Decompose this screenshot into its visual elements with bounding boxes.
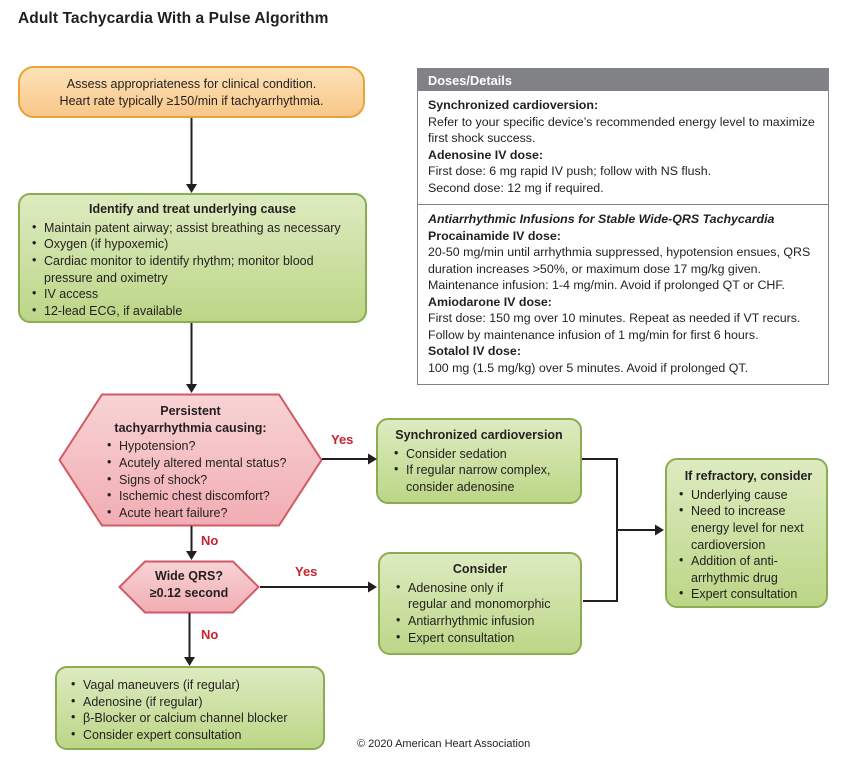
list-item: Adenosine only if regular and monomorphi… bbox=[394, 579, 570, 613]
list-item: IV access bbox=[30, 285, 355, 303]
refractory-box: If refractory, consider Underlying cause… bbox=[665, 458, 828, 608]
arrowhead bbox=[186, 551, 197, 560]
wide-qrs-decision-hexagon: Wide QRS? ≥0.12 second bbox=[118, 560, 260, 614]
doses-details-panel: Doses/Details Synchronized cardioversion… bbox=[417, 68, 829, 385]
hexagon-bullets: Hypotension? Acutely altered mental stat… bbox=[105, 437, 323, 522]
dose-label: Procainamide IV dose: bbox=[428, 228, 561, 243]
hexagon-shape bbox=[118, 560, 260, 614]
doses-section-1: Synchronized cardioversion: Refer to you… bbox=[418, 91, 828, 204]
hexagon-title: Persistent tachyarrhythmia causing: bbox=[114, 404, 267, 435]
no-label-wide-qrs: No bbox=[201, 627, 219, 642]
list-item: Consider sedation bbox=[392, 445, 570, 463]
assess-box-text: Assess appropriateness for clinical cond… bbox=[59, 77, 324, 108]
list-item: Maintain patent airway; assist breathing… bbox=[30, 219, 355, 237]
refractory-box-bullets: Underlying cause Need to increase energy… bbox=[677, 486, 820, 603]
dose-label: Sotalol IV dose: bbox=[428, 344, 521, 358]
list-item: Antiarrhythmic infusion bbox=[394, 612, 570, 630]
list-item: Oxygen (if hypoxemic) bbox=[30, 235, 355, 253]
wide-qrs-text: Wide QRS? ≥0.12 second bbox=[149, 569, 229, 600]
persistent-tachyarrhythmia-decision-hexagon: Persistent tachyarrhythmia causing: Hypo… bbox=[58, 393, 323, 527]
consider-box-bullets: Adenosine only if regular and monomorphi… bbox=[394, 579, 570, 647]
list-item: Need to increase energy level for next c… bbox=[677, 502, 820, 553]
consider-box-title: Consider bbox=[452, 562, 508, 576]
page-title: Adult Tachycardia With a Pulse Algorithm bbox=[18, 10, 329, 27]
identify-box-title: Identify and treat underlying cause bbox=[89, 202, 296, 216]
list-item: Adenosine (if regular) bbox=[69, 693, 313, 711]
list-item: 12-lead ECG, if available bbox=[30, 302, 355, 320]
list-item: Acutely altered mental status? bbox=[105, 454, 323, 472]
doses-details-header: Doses/Details bbox=[418, 69, 828, 91]
assess-box: Assess appropriateness for clinical cond… bbox=[18, 66, 365, 118]
arrowhead bbox=[186, 184, 197, 193]
list-item: Addition of anti- arrhythmic drug bbox=[677, 552, 820, 586]
list-item: Vagal maneuvers (if regular) bbox=[69, 676, 313, 694]
list-item: Underlying cause bbox=[677, 486, 820, 504]
refractory-box-title: If refractory, consider bbox=[684, 469, 813, 483]
dose-label: Amiodarone IV dose: bbox=[428, 294, 552, 309]
connector-merge-line bbox=[582, 458, 618, 602]
dose-body: 100 mg (1.5 mg/kg) over 5 minutes. Avoid… bbox=[428, 360, 749, 375]
list-item: Expert consultation bbox=[394, 629, 570, 647]
sync-box-bullets: Consider sedation If regular narrow comp… bbox=[392, 445, 570, 496]
no-label-persistent: No bbox=[201, 533, 219, 548]
list-item: Signs of shock? bbox=[105, 471, 323, 489]
identify-box-bullets: Maintain patent airway; assist breathing… bbox=[30, 219, 355, 320]
dose-body: 20-50 mg/min until arrhythmia suppressed… bbox=[428, 245, 811, 292]
list-item: If regular narrow complex, consider aden… bbox=[392, 461, 570, 495]
list-item: Hypotension? bbox=[105, 437, 323, 455]
arrowhead bbox=[655, 524, 664, 536]
dose-body: Refer to your specific device’s recommen… bbox=[428, 114, 815, 146]
list-item: β-Blocker or calcium channel blocker bbox=[69, 709, 313, 727]
arrowhead bbox=[186, 384, 197, 393]
sync-box-title: Synchronized cardioversion bbox=[395, 428, 563, 442]
doses-section-2-header: Antiarrhythmic Infusions for Stable Wide… bbox=[428, 212, 775, 226]
dose-label: Adenosine IV dose: bbox=[428, 147, 543, 162]
yes-label-persistent: Yes bbox=[331, 432, 354, 447]
arrowhead bbox=[368, 581, 377, 593]
yes-label-wide-qrs: Yes bbox=[295, 564, 318, 579]
vagal-maneuvers-box: Vagal maneuvers (if regular) Adenosine (… bbox=[55, 666, 325, 750]
list-item: Expert consultation bbox=[677, 585, 820, 603]
list-item: Cardiac monitor to identify rhythm; moni… bbox=[30, 252, 355, 286]
vagal-box-bullets: Vagal maneuvers (if regular) Adenosine (… bbox=[69, 676, 313, 744]
copyright-note: © 2020 American Heart Association bbox=[357, 738, 531, 750]
identify-box: Identify and treat underlying cause Main… bbox=[18, 193, 367, 323]
list-item: Ischemic chest discomfort? bbox=[105, 487, 323, 505]
list-item: Acute heart failure? bbox=[105, 504, 323, 522]
dose-label: Synchronized cardioversion: bbox=[428, 98, 599, 112]
synchronized-cardioversion-box: Synchronized cardioversion Consider seda… bbox=[376, 418, 582, 504]
doses-section-2: Antiarrhythmic Infusions for Stable Wide… bbox=[418, 204, 828, 384]
arrowhead bbox=[184, 657, 195, 666]
consider-box: Consider Adenosine only if regular and m… bbox=[378, 552, 582, 655]
list-item: Consider expert consultation bbox=[69, 726, 313, 744]
dose-body: First dose: 150 mg over 10 minutes. Repe… bbox=[428, 311, 801, 342]
dose-body: First dose: 6 mg rapid IV push; follow w… bbox=[428, 164, 712, 195]
